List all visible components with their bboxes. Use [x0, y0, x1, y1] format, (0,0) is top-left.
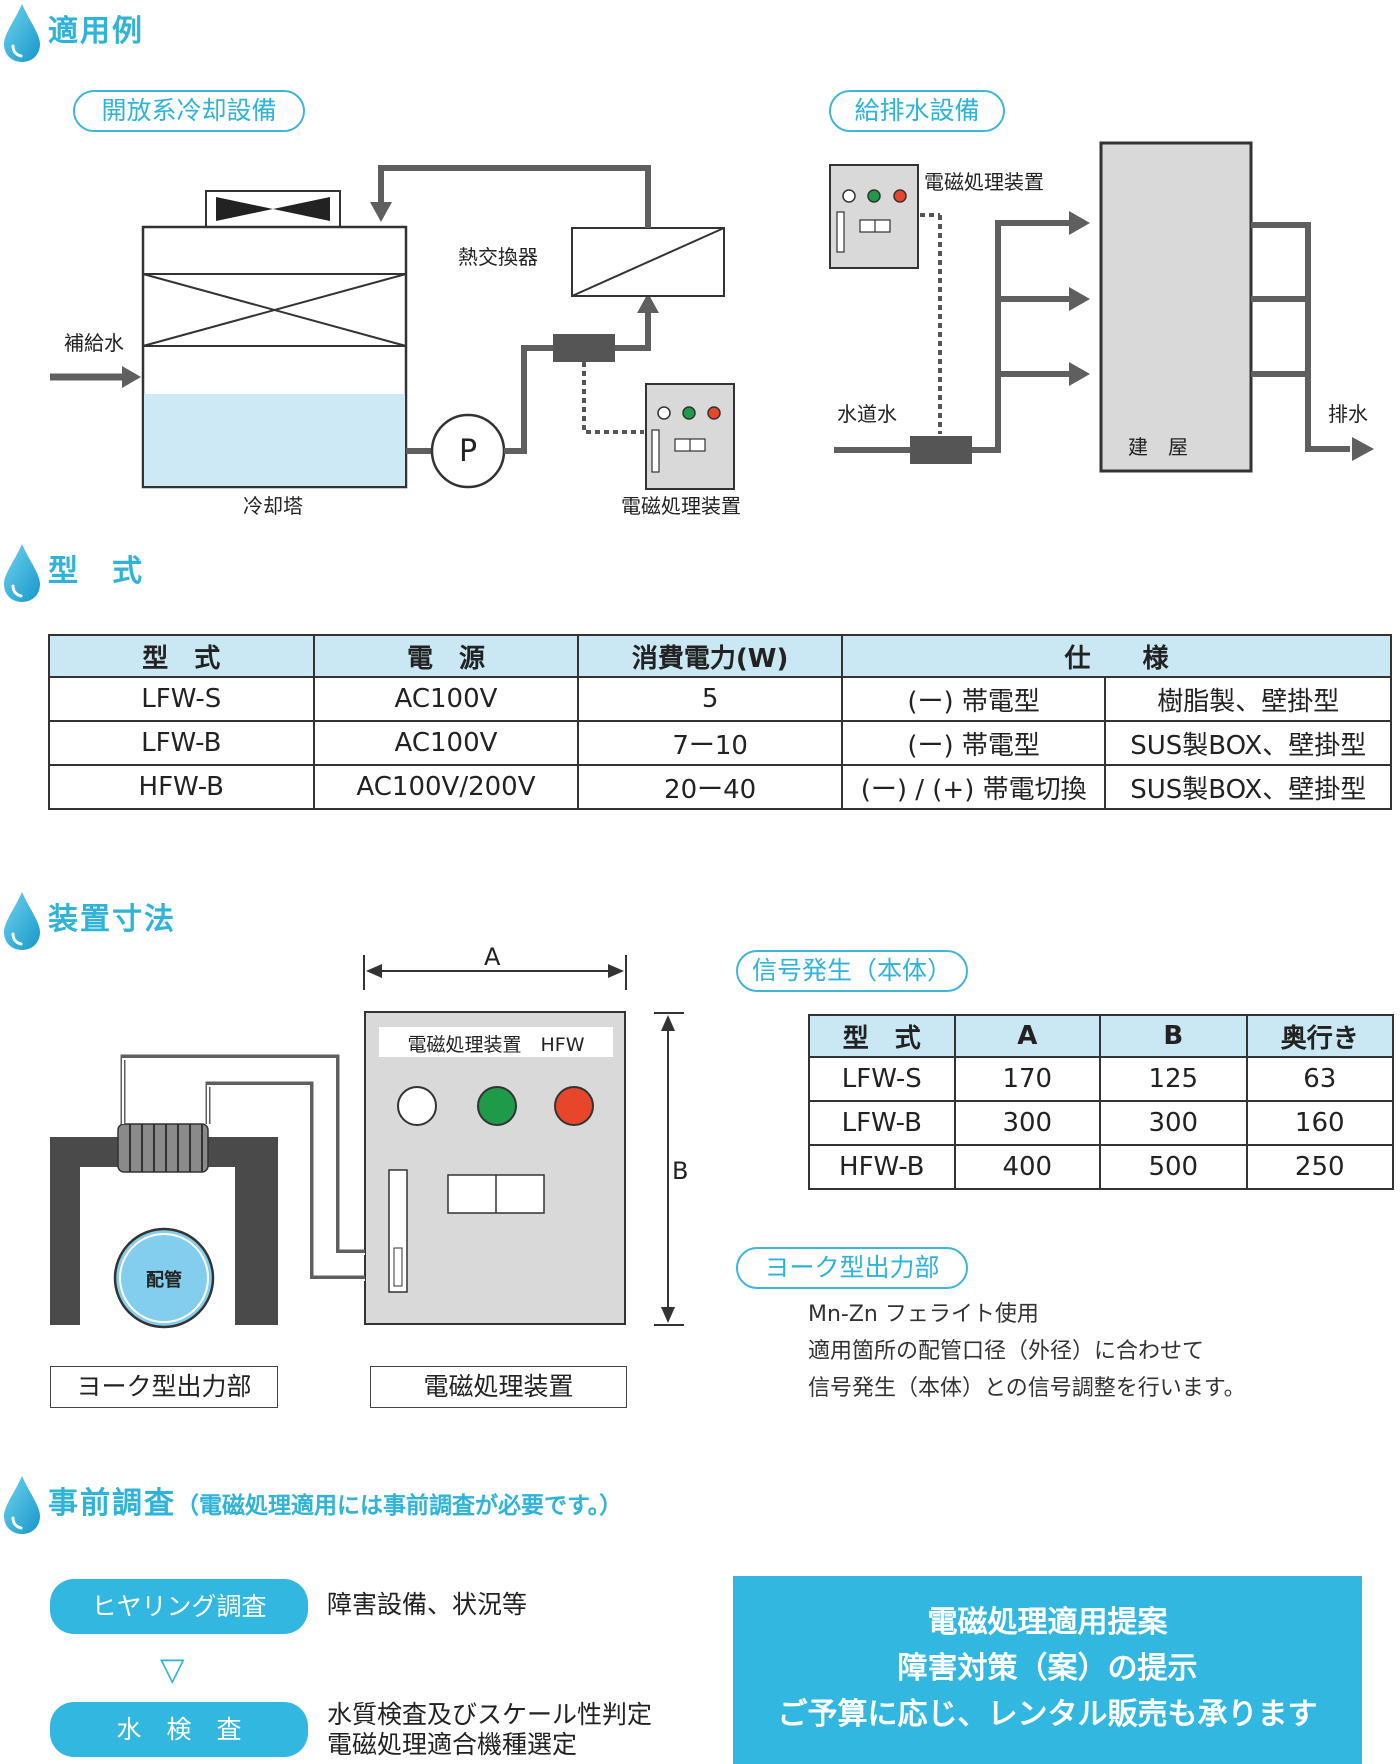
- yoke-desc-line: Mn-Zn フェライト使用: [808, 1302, 1039, 1327]
- device-label: 電磁処理装置: [370, 1366, 627, 1408]
- section-title-model: 型 式: [48, 554, 144, 589]
- table-cell: 400: [953, 1144, 1102, 1190]
- dimension-b-label: B: [672, 1157, 689, 1185]
- yoke-output-title: ヨーク型出力部: [736, 1247, 968, 1289]
- supply-device-label: 電磁処理装置: [924, 170, 1044, 194]
- header-depth: 奥行き: [1245, 1014, 1394, 1058]
- water-drop-icon: [4, 544, 40, 602]
- proposal-line: ご予算に応じ、レンタル販売も承ります: [777, 1697, 1318, 1732]
- water-test-step: 水 検 査: [50, 1702, 308, 1757]
- table-cell: 20ー40: [577, 764, 843, 810]
- water-test-line: 水質検査及びスケール性判定: [327, 1700, 653, 1729]
- cooling-device-label: 電磁処理装置: [621, 494, 741, 518]
- table-row: LFW-S AC100V 5 (ー) 帯電型 樹脂製、壁掛型: [48, 676, 1392, 722]
- cooling-system-diagram: [50, 165, 735, 490]
- tap-water-label: 水道水: [837, 402, 897, 426]
- header-b: B: [1099, 1014, 1248, 1058]
- yoke-desc-line: 信号発生（本体）との信号調整を行います。: [808, 1376, 1246, 1401]
- cooling-system-title: 開放系冷却設備: [73, 90, 305, 132]
- table-row: HFW-B AC100V/200V 20ー40 (ー) / (+) 帯電切換 S…: [48, 764, 1392, 810]
- table-row: LFW-B AC100V 7ー10 (ー) 帯電型 SUS製BOX、壁掛型: [48, 720, 1392, 766]
- header-model: 型 式: [808, 1014, 956, 1058]
- table-cell: LFW-B: [48, 720, 315, 766]
- proposal-box: 電磁処理適用提案 障害対策（案）の提示 ご予算に応じ、レンタル販売も承ります: [733, 1576, 1362, 1764]
- section-title-examples: 適用例: [48, 14, 144, 49]
- table-cell: 500: [1099, 1144, 1248, 1190]
- signal-generator-title: 信号発生（本体）: [736, 950, 968, 992]
- hearing-survey-step: ヒヤリング調査: [50, 1579, 308, 1634]
- drain-label: 排水: [1328, 402, 1368, 426]
- cooling-tower-label: 冷却塔: [243, 494, 303, 518]
- table-cell: (ー) / (+) 帯電切換: [840, 764, 1107, 810]
- model-table: 型 式 電 源 消費電力(W) 仕 様 LFW-S AC100V 5 (ー) 帯…: [48, 634, 1393, 810]
- header-spec: 仕 様: [840, 634, 1393, 678]
- table-cell: 170: [953, 1056, 1102, 1102]
- proposal-line: 電磁処理適用提案: [927, 1605, 1168, 1640]
- yoke-output-label: ヨーク型出力部: [50, 1366, 278, 1408]
- water-supply-title: 給排水設備: [829, 90, 1005, 132]
- table-cell: 250: [1245, 1144, 1394, 1190]
- table-cell: (ー) 帯電型: [840, 720, 1107, 766]
- table-cell: AC100V: [312, 720, 580, 766]
- table-cell: 300: [953, 1100, 1102, 1146]
- table-cell: LFW-S: [808, 1056, 956, 1102]
- building-label: 建 屋: [1128, 435, 1188, 459]
- section-title-survey: 事前調査（電磁処理適用には事前調査が必要です。）: [48, 1478, 622, 1522]
- table-cell: 7ー10: [577, 720, 843, 766]
- table-cell: 160: [1245, 1100, 1394, 1146]
- table-row: LFW-B 300 300 160: [808, 1100, 1394, 1146]
- water-drop-icon: [4, 4, 40, 62]
- table-cell: HFW-B: [808, 1144, 956, 1190]
- yoke-description: Mn-Zn フェライト使用 適用箇所の配管口径（外径）に合わせて 信号発生（本体…: [808, 1296, 1246, 1407]
- device-dimensions-diagram: [50, 955, 684, 1329]
- table-cell: HFW-B: [48, 764, 315, 810]
- water-test-line: 電磁処理適合機種選定: [327, 1730, 578, 1759]
- down-arrow-icon: ▽: [160, 1650, 185, 1688]
- survey-note: （電磁処理適用には事前調査が必要です。）: [176, 1493, 623, 1519]
- yoke-desc-line: 適用箇所の配管口径（外径）に合わせて: [808, 1339, 1205, 1364]
- table-cell: AC100V: [312, 676, 580, 722]
- table-cell: 63: [1245, 1056, 1394, 1102]
- table-row: HFW-B 400 500 250: [808, 1144, 1394, 1190]
- survey-title-text: 事前調査: [48, 1486, 176, 1521]
- panel-title: 電磁処理装置 HFW: [407, 1034, 585, 1056]
- table-cell: LFW-B: [808, 1100, 956, 1146]
- table-cell: 125: [1099, 1056, 1248, 1102]
- table-cell: 5: [577, 676, 843, 722]
- table-row: LFW-S 170 125 63: [808, 1056, 1394, 1102]
- proposal-line: 障害対策（案）の提示: [897, 1651, 1198, 1686]
- header-consumption: 消費電力(W): [577, 634, 843, 678]
- header-power: 電 源: [312, 634, 580, 678]
- table-cell: (ー) 帯電型: [840, 676, 1107, 722]
- table-cell: LFW-S: [48, 676, 315, 722]
- pump-label: P: [458, 434, 478, 469]
- water-drop-icon: [4, 892, 40, 950]
- heat-exchanger-label: 熱交換器: [458, 245, 538, 269]
- table-cell: SUS製BOX、壁掛型: [1104, 764, 1392, 810]
- section-title-dimensions: 装置寸法: [48, 902, 176, 937]
- water-drop-icon: [4, 1476, 40, 1534]
- table-cell: AC100V/200V: [312, 764, 580, 810]
- pipe-label: 配管: [146, 1270, 182, 1291]
- water-supply-diagram: [829, 141, 1374, 473]
- table-cell: 300: [1099, 1100, 1248, 1146]
- header-model: 型 式: [48, 634, 315, 678]
- dimension-a-label: A: [484, 943, 501, 971]
- table-cell: 樹脂製、壁掛型: [1104, 676, 1392, 722]
- header-a: A: [953, 1014, 1102, 1058]
- hearing-survey-text: 障害設備、状況等: [327, 1590, 528, 1619]
- table-cell: SUS製BOX、壁掛型: [1104, 720, 1392, 766]
- water-test-text: 水質検査及びスケール性判定 電磁処理適合機種選定: [327, 1700, 652, 1760]
- makeup-water-label: 補給水: [64, 331, 124, 355]
- dimension-table: 型 式 A B 奥行き LFW-S 170 125 63 LFW-B 300 3…: [808, 1014, 1394, 1190]
